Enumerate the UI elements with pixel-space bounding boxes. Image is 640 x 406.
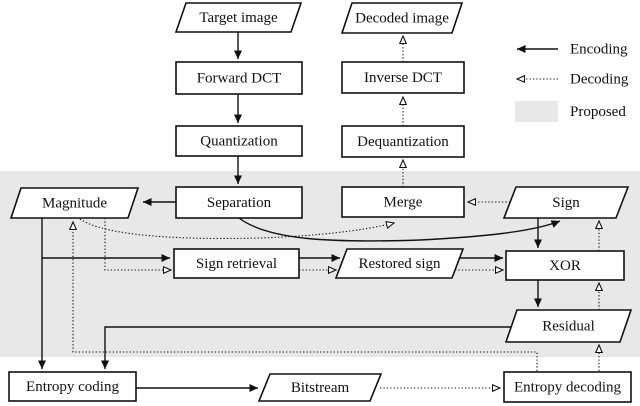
node-entropy-decoding: Entropy decoding (503, 371, 632, 403)
inverse-dct-label: Inverse DCT (364, 70, 442, 86)
residual-label: Residual (542, 319, 595, 335)
edge-magnitude-to-signretrieval-decoding (104, 218, 171, 270)
sign-shape (502, 186, 630, 219)
node-merge: Merge (341, 186, 465, 218)
target-image-shape (174, 2, 303, 33)
node-decoded-image: Decoded image (340, 2, 464, 34)
node-bitstream: Bitstream (257, 373, 383, 402)
forward-dct-label: Forward DCT (197, 71, 282, 87)
forward-dct-shape (175, 61, 303, 95)
edge-entropydecoding-to-magnitude (73, 222, 538, 371)
residual-shape (504, 309, 633, 343)
restored-sign-shape (334, 248, 465, 279)
separation-label: Separation (207, 195, 272, 211)
node-sign: Sign (502, 186, 630, 219)
node-xor: XOR (505, 250, 625, 281)
inverse-dct-shape (341, 61, 465, 94)
sign-retrieval-label: Sign retrieval (196, 256, 277, 272)
sign-retrieval-shape (173, 248, 300, 279)
legend-encoding-label: Encoding (570, 42, 628, 58)
target-image-label: Target image (199, 10, 278, 26)
merge-label: Merge (384, 195, 423, 211)
entropy-decoding-label: Entropy decoding (514, 380, 622, 396)
magnitude-shape (9, 187, 140, 219)
node-separation: Separation (175, 186, 303, 219)
edge-residual-to-entropycoding (101, 326, 511, 369)
node-target-image: Target image (174, 2, 303, 33)
xor-label: XOR (549, 258, 581, 274)
entropy-coding-shape (8, 371, 137, 402)
decoded-image-label: Decoded image (355, 11, 449, 27)
node-magnitude: Magnitude (9, 187, 140, 219)
decoded-image-shape (340, 2, 464, 34)
bitstream-label: Bitstream (291, 380, 350, 396)
legend-proposed-label: Proposed (570, 104, 626, 120)
sign-label: Sign (552, 195, 580, 211)
restored-sign-label: Restored sign (358, 256, 441, 272)
xor-shape (505, 250, 625, 281)
edge-magnitude-to-merge (79, 218, 394, 240)
node-forward-dct: Forward DCT (175, 61, 303, 95)
node-entropy-coding: Entropy coding (8, 371, 137, 402)
node-quantization: Quantization (175, 125, 303, 157)
node-restored-sign: Restored sign (334, 248, 465, 279)
edges-decoding (73, 36, 599, 388)
dequantization-label: Dequantization (357, 134, 449, 150)
quantization-shape (175, 125, 303, 157)
merge-shape (341, 186, 465, 218)
node-sign-retrieval: Sign retrieval (173, 248, 300, 279)
separation-shape (175, 186, 303, 219)
edges-encoding (38, 32, 561, 392)
legend-proposed-swatch (515, 101, 558, 122)
magnitude-label: Magnitude (42, 196, 107, 212)
node-residual: Residual (504, 309, 633, 343)
edge-separation-to-sign (238, 217, 561, 242)
dequantization-shape (341, 125, 465, 158)
node-dequantization: Dequantization (341, 125, 465, 158)
legend-decoding-label: Decoding (570, 72, 629, 88)
bitstream-shape (257, 373, 383, 402)
legend: Encoding Decoding Proposed (515, 42, 629, 122)
entropy-decoding-shape (503, 371, 632, 403)
entropy-coding-label: Entropy coding (26, 379, 119, 395)
node-inverse-dct: Inverse DCT (341, 61, 465, 94)
quantization-label: Quantization (200, 134, 278, 150)
